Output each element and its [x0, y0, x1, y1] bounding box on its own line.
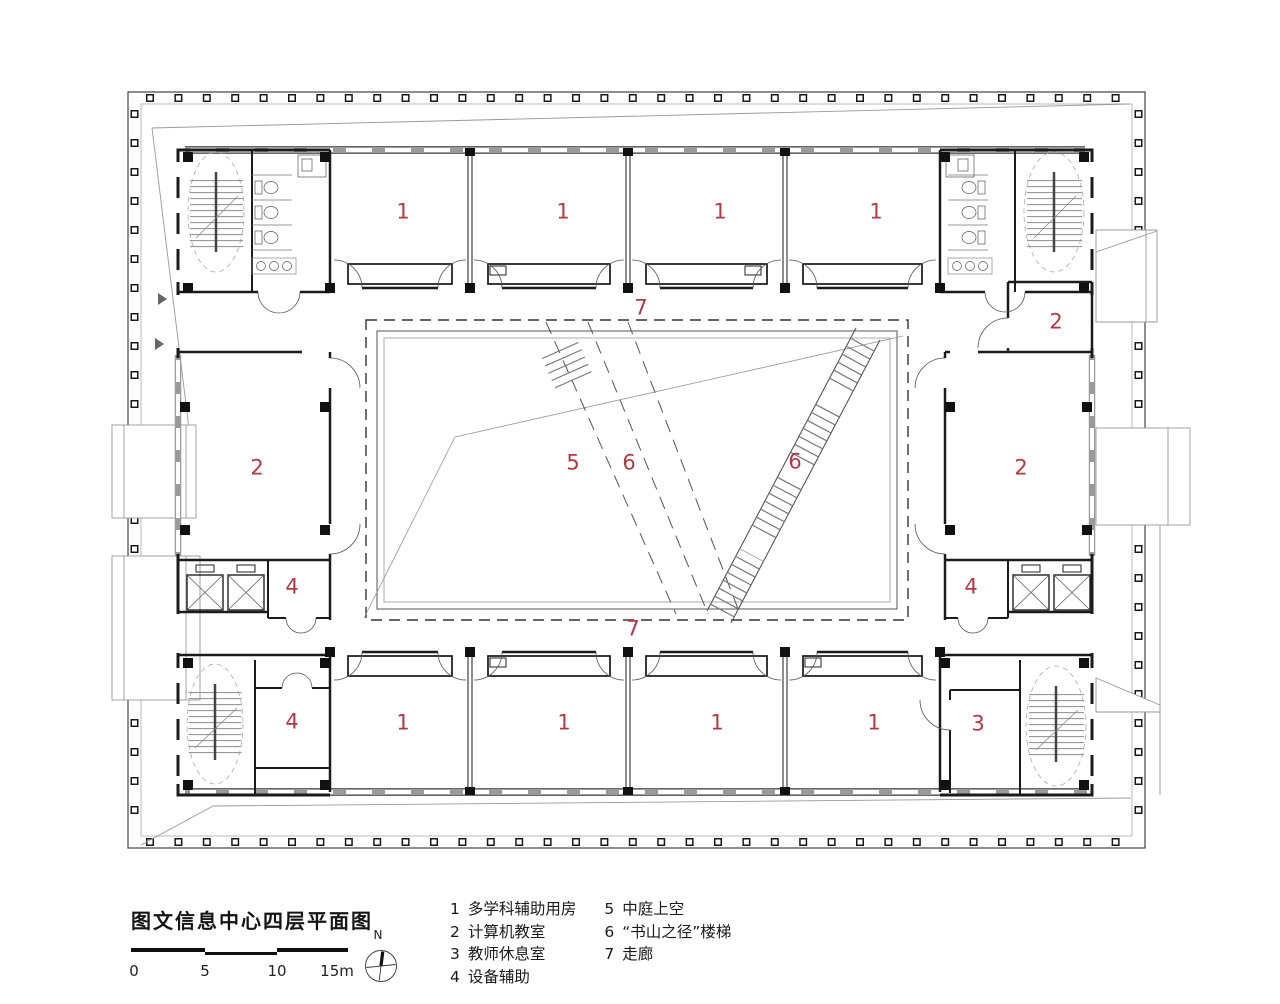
stair-core-bottom-left — [186, 663, 244, 785]
corridor-label-top: 7 — [634, 295, 648, 320]
scale-bar: 0 5 10 15m — [129, 948, 354, 980]
atrium-courtyard — [363, 319, 909, 624]
elevator-bank-left — [186, 564, 265, 611]
scale-tick-10: 10 — [267, 962, 287, 980]
room-label-1-top-c: 1 — [713, 199, 727, 224]
room-label-4-left: 4 — [285, 574, 299, 599]
stair-label-6-right: 6 — [788, 449, 802, 474]
stair-core-top-left — [187, 151, 245, 273]
window-walls — [174, 146, 1096, 796]
scale-tick-0: 0 — [129, 962, 139, 980]
scale-tick-5: 5 — [200, 962, 210, 980]
corridor-label-bottom: 7 — [626, 616, 640, 641]
toilet-room-right — [945, 154, 993, 275]
north-label: N — [374, 928, 383, 942]
floor-plan-drawing — [111, 91, 1191, 849]
structural-columns — [180, 148, 1092, 795]
site-lines — [140, 103, 1132, 846]
legend-item-6: 6“书山之径”楼梯 — [604, 922, 732, 941]
room-label-2-left: 2 — [250, 455, 264, 480]
stair-core-bottom-right — [1025, 665, 1087, 787]
room-label-1-bottom-c: 1 — [710, 710, 724, 735]
facade-grid-border — [127, 91, 1146, 849]
entrance-arrow-icons — [155, 293, 167, 350]
door-arcs — [257, 259, 1026, 731]
room-label-4-bottom-left: 4 — [285, 709, 299, 734]
atrium-label-5: 5 — [566, 450, 580, 475]
north-arrow-icon: N — [365, 928, 397, 982]
exterior-balconies — [111, 229, 1191, 795]
toilet-room-left — [251, 154, 327, 275]
room-label-1-bottom-d: 1 — [867, 710, 881, 735]
room-label-1-top-b: 1 — [556, 199, 570, 224]
room-label-4-right: 4 — [964, 574, 978, 599]
scale-tick-15: 15m — [320, 962, 354, 980]
room-label-3-bottom-right: 3 — [971, 711, 985, 736]
room-label-1-top-d: 1 — [869, 199, 883, 224]
room-label-1-top-a: 1 — [396, 199, 410, 224]
room-label-1-bottom-b: 1 — [557, 710, 571, 735]
stair-core-top-right — [1023, 151, 1085, 273]
room-label-1-bottom-a: 1 — [396, 710, 410, 735]
drawing-title: 图文信息中心四层平面图 — [131, 909, 373, 933]
stair-label-6-center: 6 — [622, 450, 636, 475]
room-label-2-top-right: 2 — [1049, 309, 1063, 334]
scale-bar-ticks: 0 5 10 15m — [129, 962, 354, 980]
elevator-bank-right — [1012, 564, 1091, 611]
room-label-2-right: 2 — [1014, 455, 1028, 480]
scale-bar-graphic — [131, 948, 348, 956]
